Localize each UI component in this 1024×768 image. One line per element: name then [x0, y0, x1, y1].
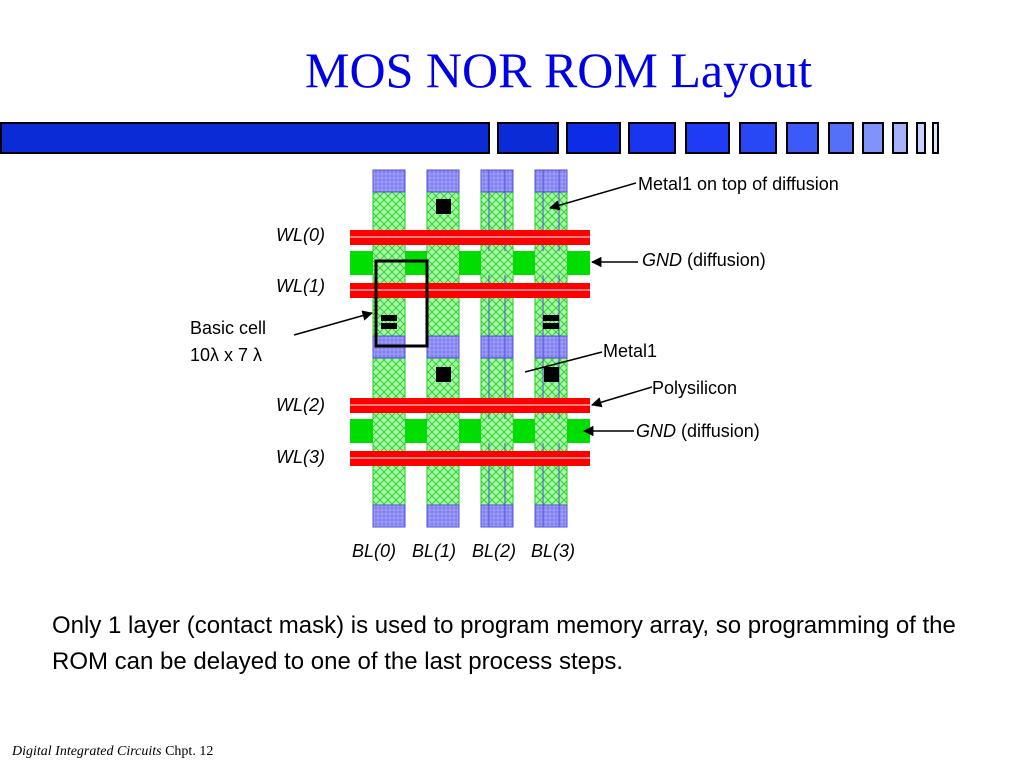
word-line-label: WL(2): [276, 395, 325, 415]
bit-line-label: BL(0): [352, 541, 397, 561]
gnd-diffusion-rows: [350, 251, 590, 443]
basic-cell-size-label: 10λ x 7 λ: [190, 345, 263, 365]
polysilicon-word-lines: [350, 230, 590, 466]
footer: Digital Integrated Circuits Chpt. 12: [12, 744, 213, 760]
basic-cell-outline: [374, 259, 429, 348]
metal1-lines: [488, 170, 560, 527]
polysilicon-label: Polysilicon: [652, 378, 738, 398]
metal1-on-diffusion-label: Metal1 on top of diffusion: [638, 174, 839, 194]
body-text: Only 1 layer (contact mask) is used to p…: [52, 612, 956, 675]
gnd-diffusion-label-top: GND (diffusion): [642, 249, 766, 271]
word-line-label: WL(3): [276, 447, 325, 467]
bit-line-label: BL(3): [531, 541, 576, 561]
contacts: [381, 199, 559, 382]
basic-cell-label: Basic cell: [190, 318, 267, 338]
word-line-label: WL(0): [276, 225, 325, 245]
gnd-label: GND: [636, 421, 676, 441]
bit-line-label: BL(2): [472, 541, 517, 561]
bit-line-label: BL(1): [412, 541, 457, 561]
diffusion-label: (diffusion): [687, 250, 766, 270]
footer-chapter: Chpt. 12: [165, 744, 214, 759]
slide-title: MOS NOR ROM Layout: [305, 42, 812, 98]
metal1-label: Metal1: [603, 341, 658, 361]
gnd-diffusion-label-bottom: GND (diffusion): [636, 420, 760, 442]
footer-title: Digital Integrated Circuits: [12, 744, 162, 759]
annotation-arrows: [293, 182, 653, 437]
word-line-label: WL(1): [276, 276, 325, 296]
gnd-label: GND: [642, 250, 682, 270]
diffusion-label: (diffusion): [681, 421, 760, 441]
